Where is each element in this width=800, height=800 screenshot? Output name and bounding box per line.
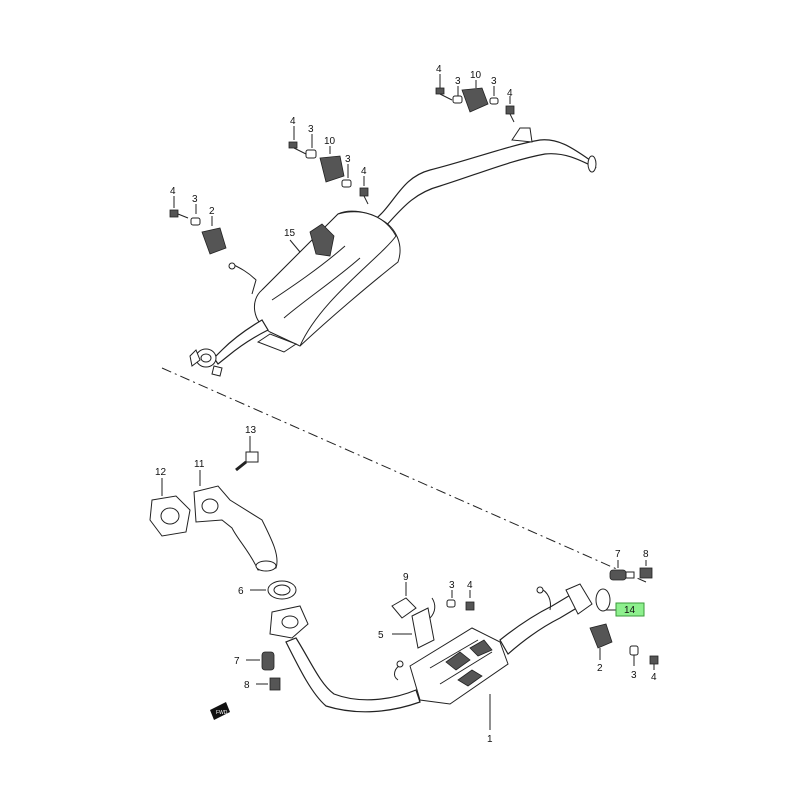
callout-3-mid-a: 3 (308, 124, 314, 135)
callout-2-left: 2 (209, 206, 215, 217)
hardware-mid (288, 126, 369, 205)
callout-4-top-b: 4 (507, 88, 513, 99)
main-muffler (228, 210, 401, 347)
callout-3-left: 3 (192, 194, 198, 205)
callout-11: 11 (194, 459, 205, 470)
callout-4-mid-b: 4 (361, 166, 367, 177)
mount-right (589, 623, 659, 670)
ring-14 (595, 588, 618, 612)
dashed-leader-line (161, 367, 647, 583)
gasket-12 (149, 478, 191, 537)
callout-4-right: 4 (651, 672, 657, 683)
callout-8-right: 8 (643, 549, 649, 560)
callout-14-highlight (615, 602, 645, 617)
callout-9: 9 (403, 572, 409, 583)
callout-12: 12 (155, 467, 167, 478)
bolt-13 (235, 436, 259, 472)
callout-7-left: 7 (234, 656, 240, 667)
callout-3-top-a: 3 (455, 76, 461, 87)
callout-13: 13 (245, 425, 257, 436)
callout-1: 1 (487, 734, 493, 745)
callout-2-right: 2 (597, 663, 603, 674)
callout-4-top-a: 4 (436, 64, 442, 75)
callout-3-top-b: 3 (491, 76, 497, 87)
bracket-9 (391, 582, 475, 649)
spring-bolt-left (246, 651, 281, 691)
callout-4-low: 4 (467, 580, 473, 591)
hardware-top-right (435, 74, 515, 123)
callout-8-left: 8 (244, 680, 250, 691)
callout-10-mid-a: 10 (324, 136, 336, 147)
callout-3-mid-b: 3 (345, 154, 351, 165)
ring-6 (250, 580, 297, 600)
fwd-arrow-icon: FWD (210, 702, 230, 720)
callout-4-left: 4 (170, 186, 176, 197)
callout-7-right: 7 (615, 549, 621, 560)
front-pipe-1 (269, 583, 593, 730)
callout-3-right: 3 (631, 670, 637, 681)
callout-15: 15 (284, 228, 296, 239)
callout-14: 14 (624, 605, 636, 616)
callout-6: 6 (238, 586, 244, 597)
fwd-label: FWD (216, 710, 228, 716)
front-pipe-upper (189, 319, 298, 377)
callout-4-mid-a: 4 (290, 116, 296, 127)
callout-10-top-a: 10 (470, 70, 482, 81)
callout-3-low: 3 (449, 580, 455, 591)
callout-5: 5 (378, 630, 384, 641)
hardware-left (169, 196, 301, 255)
pipe-11 (193, 470, 278, 572)
tail-pipe (371, 127, 597, 233)
spring-bolt-right (609, 560, 653, 581)
